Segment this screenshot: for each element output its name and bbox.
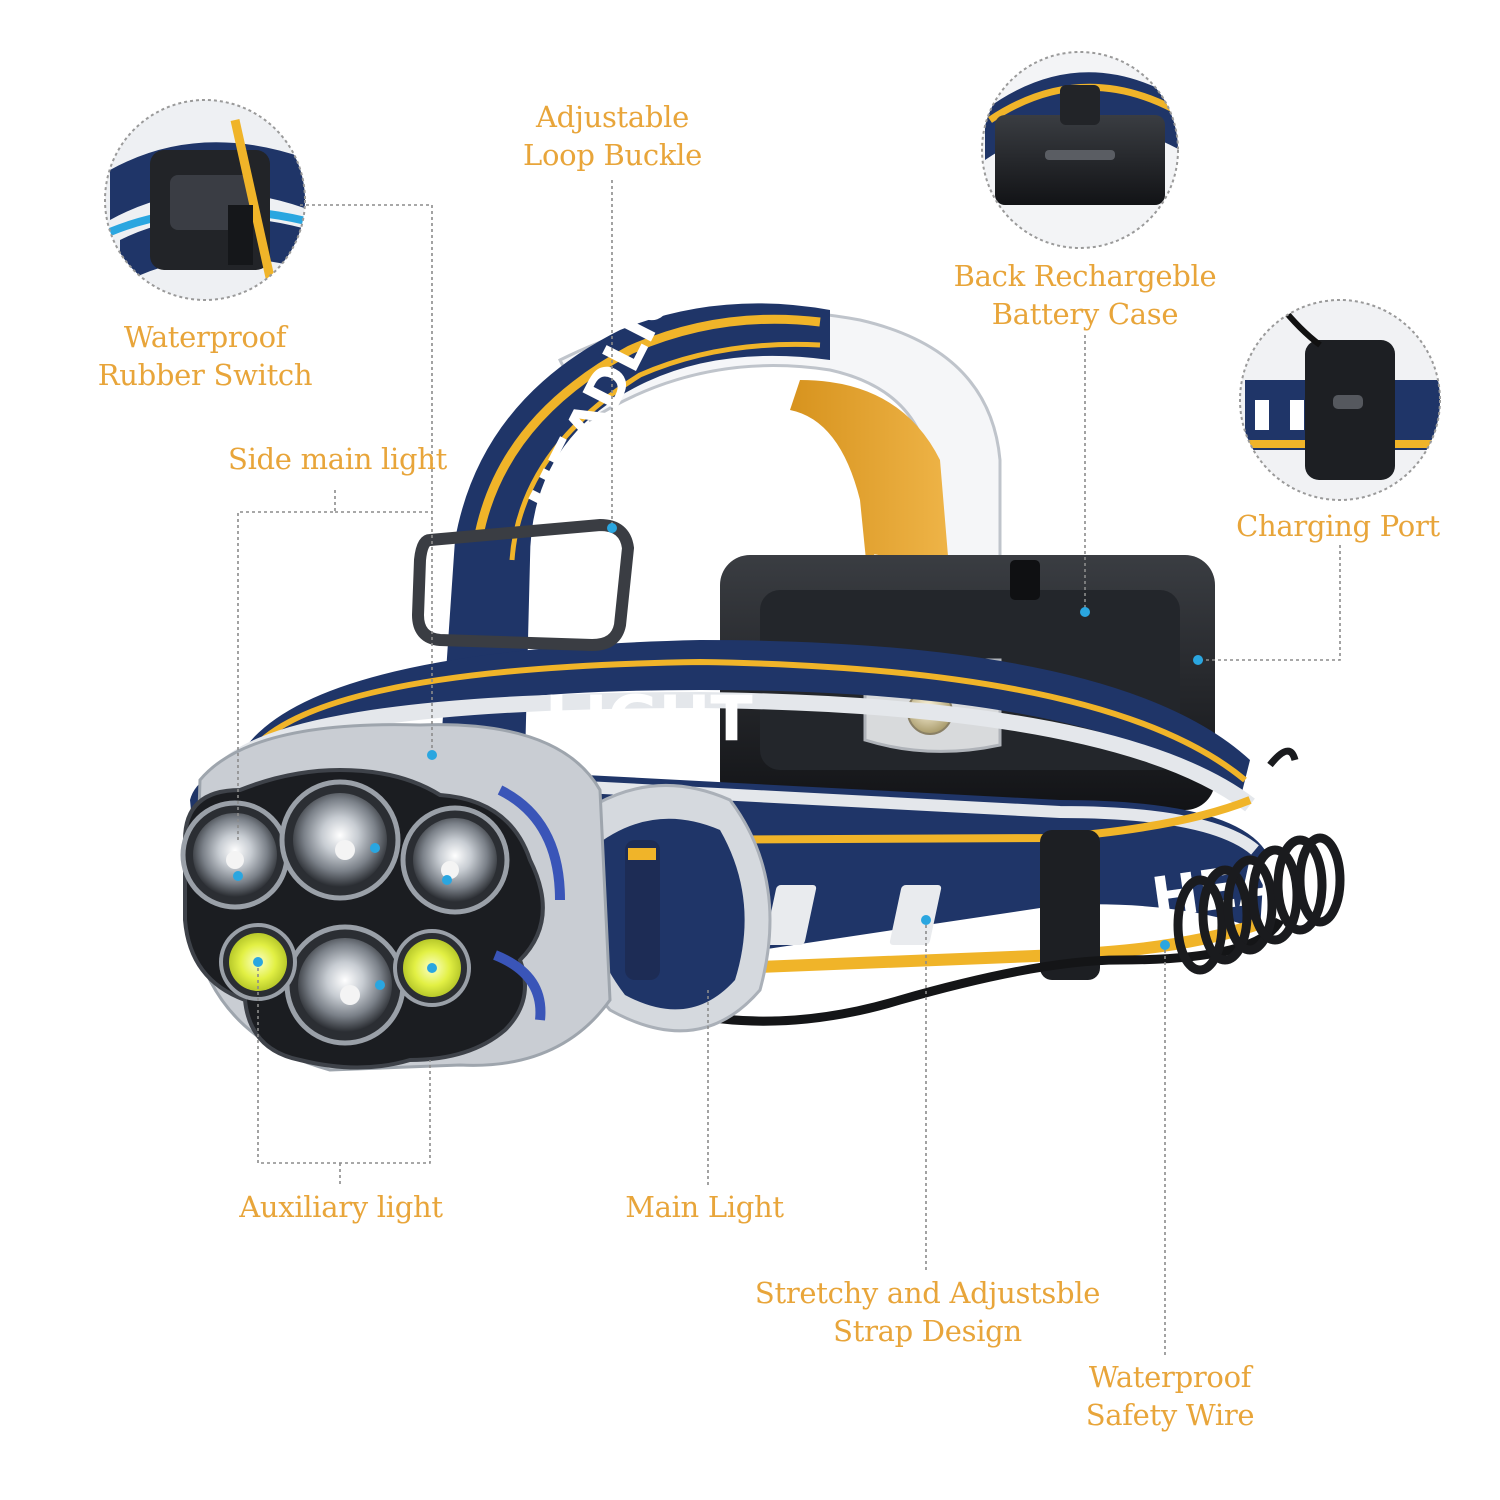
label-line: Stretchy and Adjustsble (754, 1276, 1101, 1310)
label-adjustable-loop-buckle: Adjustable Loop Buckle (500, 98, 725, 174)
label-side-main-light: Side main light (225, 440, 450, 478)
label-main-light: Main Light (612, 1188, 797, 1226)
headlamp: IT HEADLIGHT LIGHT HEADLI (180, 198, 1386, 1072)
led-top-left (180, 800, 290, 910)
label-safety-wire: Waterproof Safety Wire (1065, 1358, 1275, 1434)
led-bottom-center (284, 924, 406, 1046)
label-line: Battery Case (991, 297, 1179, 331)
label-line: Charging Port (1236, 509, 1440, 543)
label-line: Back Rechargeble (953, 259, 1217, 293)
led-top-right (400, 805, 510, 915)
label-line: Adjustable (535, 100, 689, 134)
callout-dots (233, 523, 1203, 990)
label-strap-design: Stretchy and Adjustsble Strap Design (740, 1274, 1115, 1350)
label-line: Loop Buckle (523, 138, 702, 172)
label-line: Main Light (625, 1190, 784, 1224)
label-auxiliary-light: Auxiliary light (236, 1188, 446, 1226)
inset-rubber-switch (104, 99, 306, 301)
front-strap-text: LIGHT (545, 682, 753, 755)
label-line: Waterproof (1088, 1360, 1252, 1394)
label-line: Side main light (228, 442, 447, 476)
label-line: Auxiliary light (239, 1190, 443, 1224)
label-line: Rubber Switch (97, 358, 313, 392)
label-line: Strap Design (833, 1314, 1022, 1348)
label-line: Safety Wire (1085, 1398, 1255, 1432)
inset-charging-port (1239, 299, 1441, 501)
label-charging-port: Charging Port (1228, 507, 1448, 545)
led-top-center (279, 779, 401, 901)
loop-buckle (411, 518, 635, 652)
leader-lines (237, 180, 1341, 1355)
label-line: Waterproof (123, 320, 287, 354)
coiled-safety-wire (1173, 833, 1345, 975)
label-waterproof-rubber-switch: Waterproof Rubber Switch (90, 318, 320, 394)
label-battery-case: Back Rechargeble Battery Case (945, 257, 1225, 333)
inset-battery-case (981, 51, 1179, 249)
